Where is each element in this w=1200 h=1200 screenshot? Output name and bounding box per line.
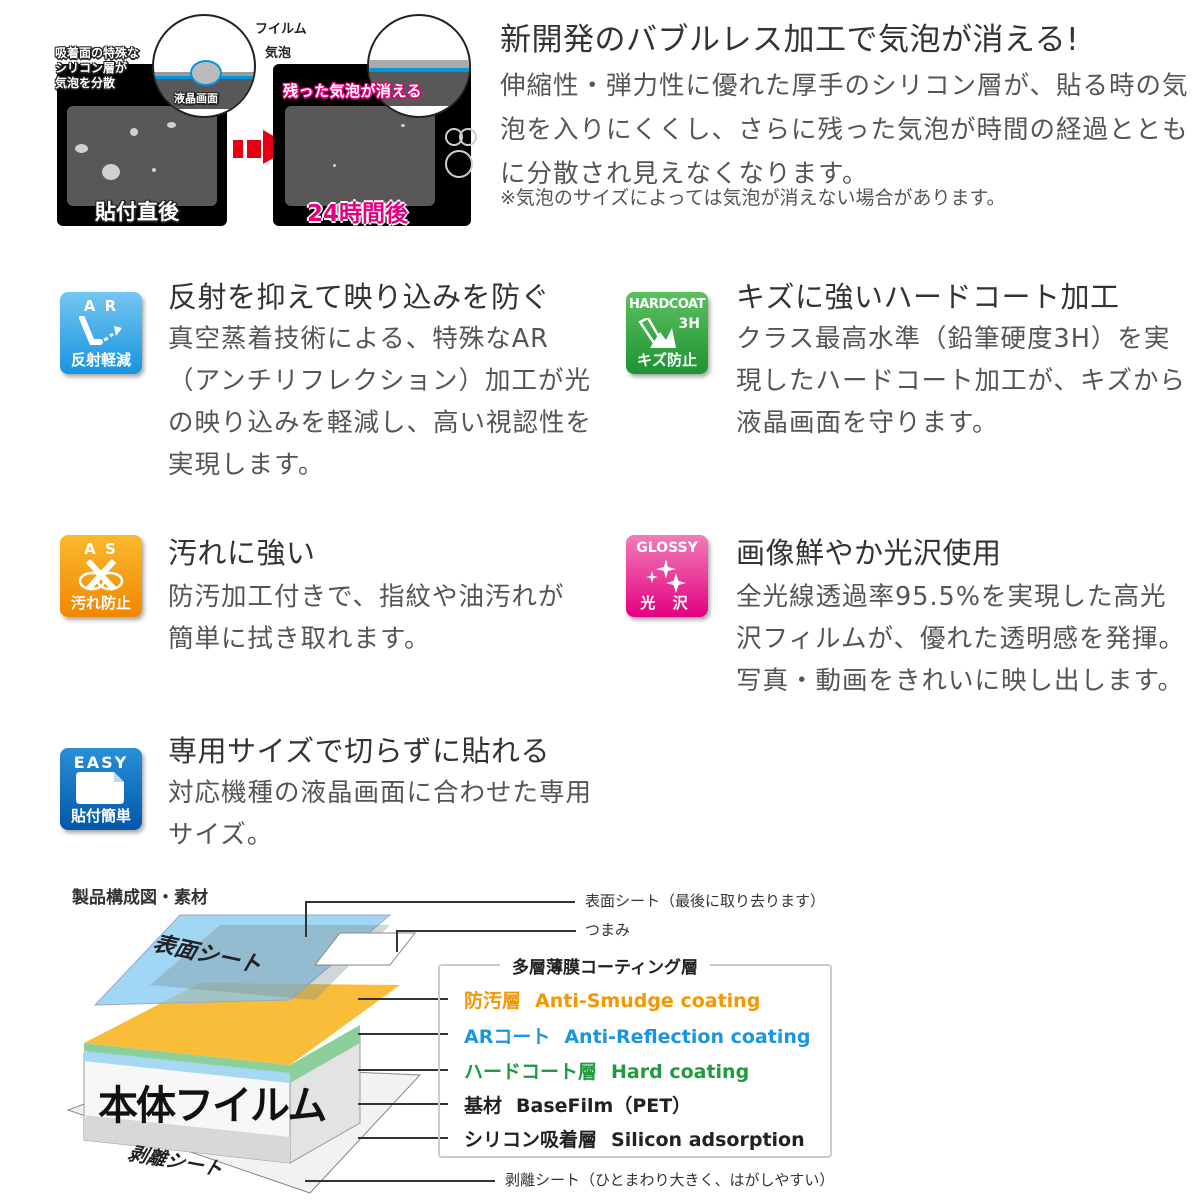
feature-body-glossy: 全光線透過率95.5%を実現した高光沢フィルムが、優れた透明感を発揮。写真・動画… bbox=[736, 582, 1185, 696]
feature-title-hardcoat: キズに強いハードコート加工 bbox=[736, 280, 1120, 314]
callout-tab: つまみ bbox=[585, 921, 631, 939]
feature-title-glossy: 画像鮮やか光沢使用 bbox=[736, 536, 1002, 570]
feature-body-easy: 対応機種の液晶画面に合わせた専用サイズ。 bbox=[168, 778, 593, 850]
product-structure-diagram: 製品構成図・素材 表面シート 本体フイルム 剥離シート 表面シート（最後に取り去… bbox=[60, 875, 850, 1195]
caption-before: 貼付直後 bbox=[95, 200, 179, 224]
hardcoat-badge: HARDCOAT 3H キズ防止 bbox=[626, 292, 708, 374]
arrow-dash bbox=[247, 140, 261, 158]
caption-after: 24時間後 bbox=[307, 201, 409, 227]
legend-title: 多層薄膜コーティング層 bbox=[500, 953, 710, 978]
silicon-note: 吸着面の特殊な シリコン層が 気泡を分散 bbox=[55, 46, 140, 90]
bubble-illustration: 吸着面の特殊な シリコン層が 気泡を分散 液晶画面 フイルム 気泡 貼付直後 残… bbox=[55, 12, 477, 227]
feature-body-as: 防汚加工付きで、指紋や油汚れが簡単に拭き取れます。 bbox=[168, 582, 565, 654]
sheet-icon bbox=[76, 772, 124, 804]
diagram-title: 製品構成図・素材 bbox=[72, 888, 208, 908]
callout-release-sheet: 剥離シート（ひとまわり大きく、はがしやすい） bbox=[505, 1171, 835, 1189]
sparkle-icon bbox=[646, 559, 686, 593]
screen-with-bubbles bbox=[67, 106, 217, 206]
body-film-label: 本体フイルム bbox=[98, 1083, 327, 1129]
screen-clear bbox=[285, 106, 435, 206]
intro-body: 伸縮性・弾力性に優れた厚手のシリコン層が、貼る時の気泡を入りにくくし、さらに残っ… bbox=[500, 71, 1189, 189]
callout-surface-sheet: 表面シート（最後に取り去ります） bbox=[585, 892, 826, 910]
easy-badge: EASY 貼付簡単 bbox=[60, 748, 142, 830]
magnifier-after bbox=[367, 14, 471, 118]
fingerprint-cross-icon bbox=[78, 559, 124, 592]
pencil-scratch-icon bbox=[638, 318, 676, 348]
as-badge: A S 汚れ防止 bbox=[60, 535, 142, 617]
glossy-badge: GLOSSY 光 沢 bbox=[626, 535, 708, 617]
layer-stack-illustration bbox=[66, 914, 422, 1194]
reflection-arrow-icon bbox=[79, 316, 122, 345]
intro-title: 新開発のバブルレス加工で気泡が消える! bbox=[500, 22, 1079, 58]
ar-badge: A R 反射軽減 bbox=[60, 292, 142, 374]
magnifier-before: 液晶画面 bbox=[152, 14, 256, 118]
feature-title-easy: 専用サイズで切らずに貼れる bbox=[168, 734, 551, 768]
arrow-dash bbox=[233, 140, 243, 158]
feature-title-as: 汚れに強い bbox=[168, 536, 316, 570]
feature-body-hardcoat: クラス最高水準（鉛筆硬度3H）を実現したハードコート加工が、キズから液晶画面を守… bbox=[736, 324, 1186, 438]
bubble-disappear-banner: 残った気泡が消える bbox=[283, 82, 423, 100]
feature-title-ar: 反射を抑えて映り込みを防ぐ bbox=[168, 280, 551, 314]
intro-note: ※気泡のサイズによっては気泡が消えない場合があります。 bbox=[500, 187, 1006, 209]
feature-body-ar: 真空蒸着技術による、特殊なAR（アンチリフレクション）加工が光の映り込みを軽減し… bbox=[168, 324, 593, 480]
